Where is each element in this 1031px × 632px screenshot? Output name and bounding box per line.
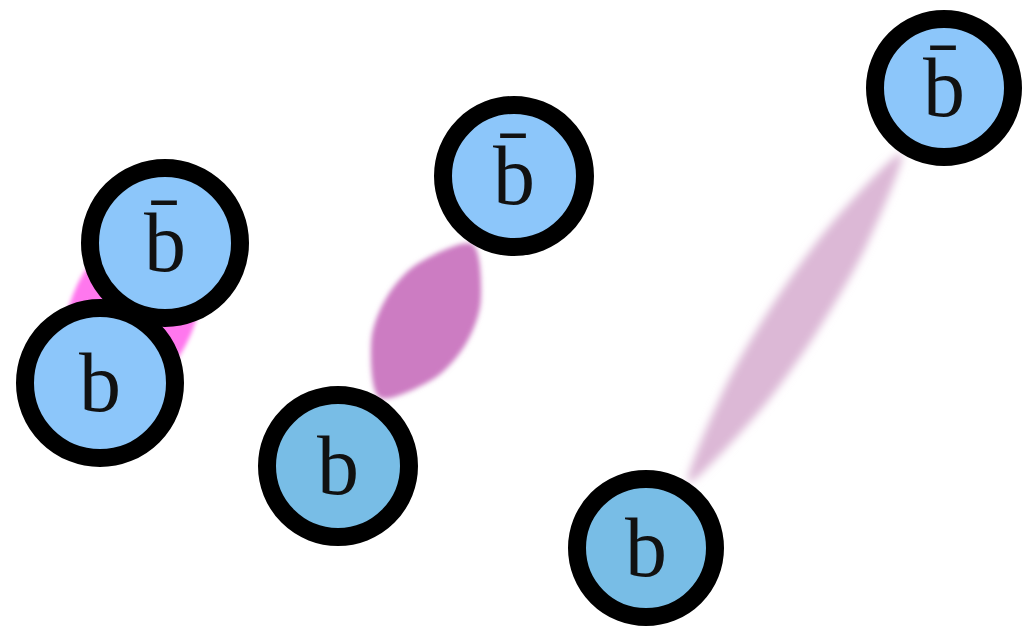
flux-tube bbox=[688, 153, 902, 482]
quark-circle: b̄ bbox=[866, 10, 1022, 166]
quark-label: b̄ bbox=[493, 134, 535, 218]
quark-label: b bbox=[79, 341, 121, 425]
quark-label: b̄ bbox=[923, 46, 965, 130]
quark-label: b bbox=[625, 506, 667, 590]
quark-circle: b bbox=[16, 299, 184, 467]
quark-circle: b̄ bbox=[434, 96, 594, 256]
flux-tube bbox=[371, 243, 481, 398]
quark-label: b̄ bbox=[144, 201, 186, 285]
quark-circle: b bbox=[568, 470, 724, 626]
quark-label: b bbox=[317, 424, 359, 508]
quark-circle: b bbox=[258, 386, 418, 546]
